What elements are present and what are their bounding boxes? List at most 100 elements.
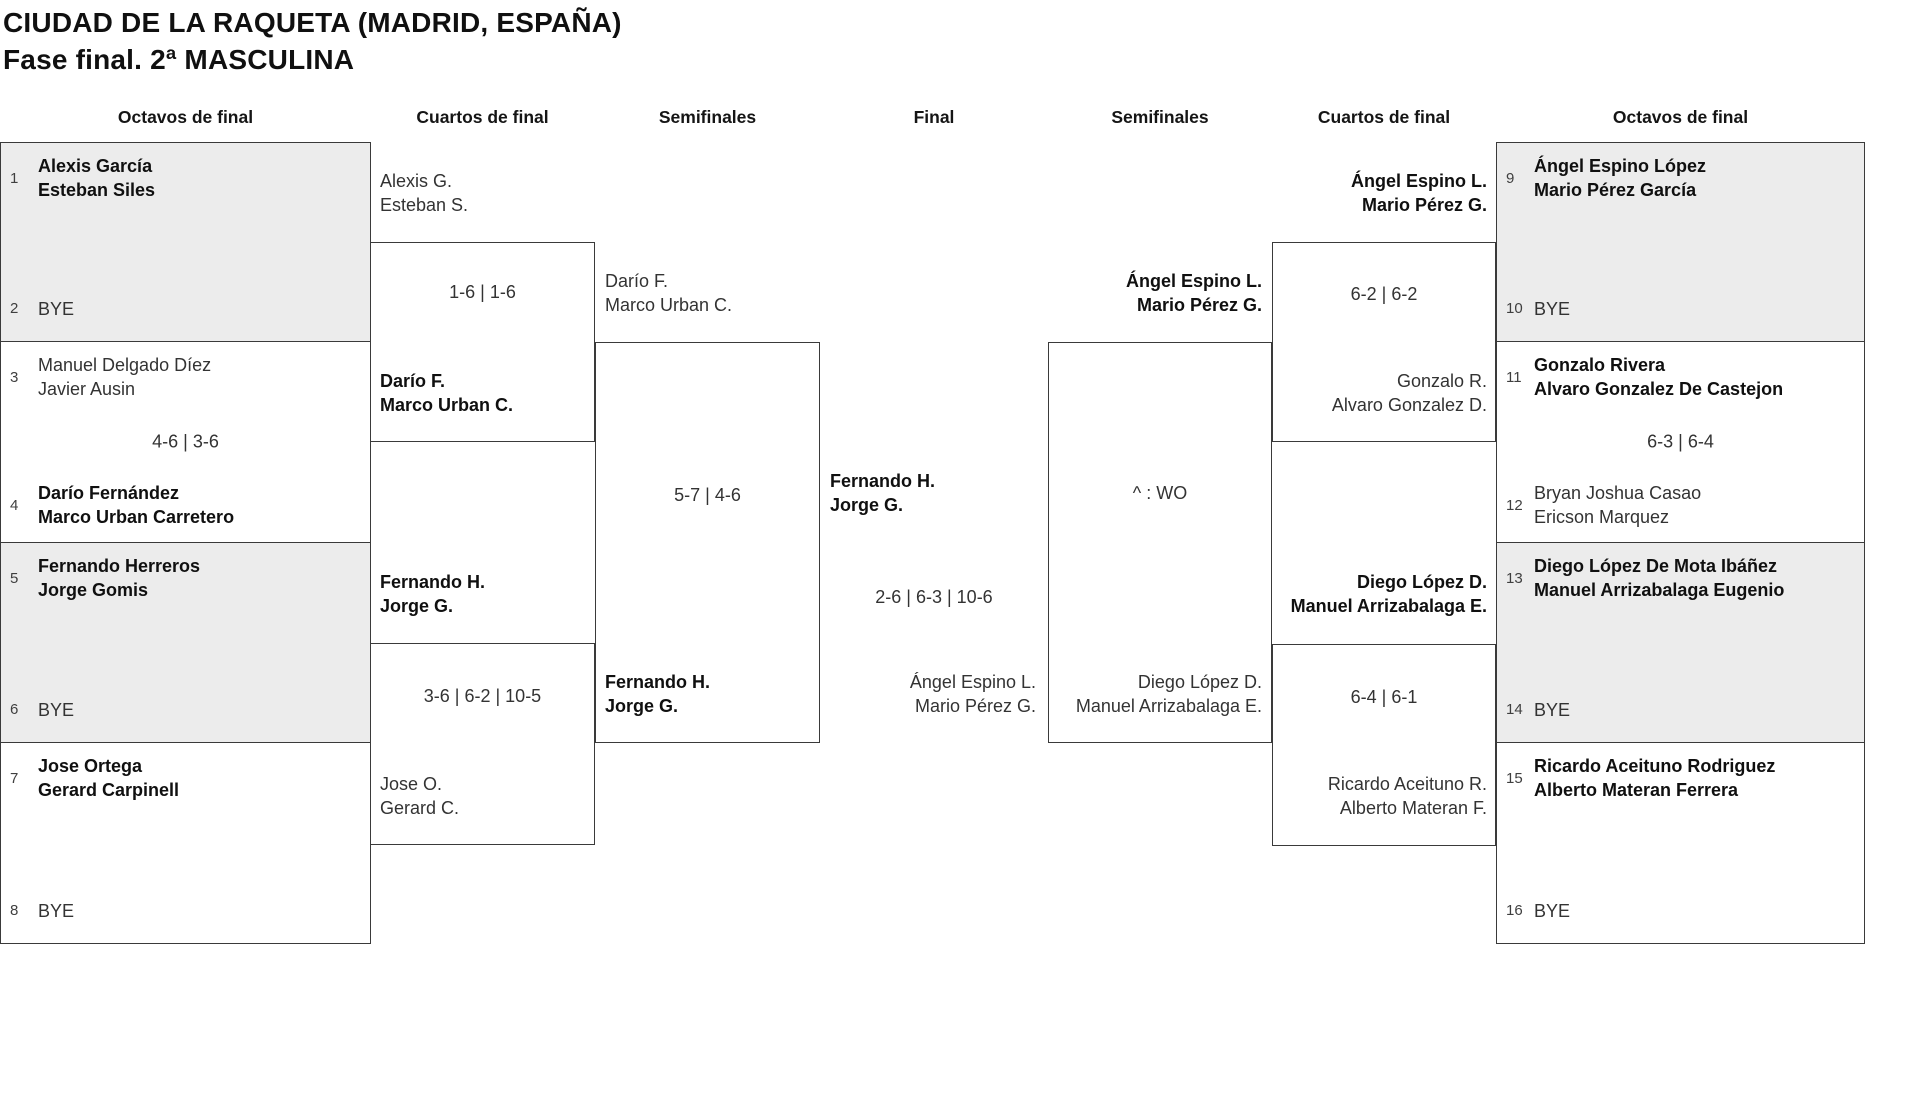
player-name: Darío Fernández [38, 483, 180, 503]
round-header-semis-left: Semifinales [658, 107, 757, 127]
team-pair: 13 Diego López De Mota Ibáñez Manuel Arr… [1506, 555, 1784, 602]
match-box-octavos-9: 9 Ángel Espino López Mario Pérez García … [1496, 142, 1865, 342]
bye-label: BYE [38, 298, 75, 319]
seed-number: 5 [10, 569, 19, 587]
round-header-octavos-right: Octavos de final [1612, 107, 1749, 127]
match-score: 6-4 | 6-1 [1350, 687, 1418, 707]
seed-number: 8 [10, 902, 19, 920]
team-entry: Ricardo Aceituno R. Alberto Materan F. [1328, 773, 1487, 820]
match-score: 3-6 | 6-2 | 10-5 [423, 686, 542, 706]
match-score-final: 2-6 | 6-3 | 10-6 [875, 587, 993, 607]
match-score: 1-6 | 1-6 [449, 282, 516, 302]
team-pair: 5 Fernando Herreros Jorge Gomis [10, 555, 200, 602]
bye-row: 6 BYE [10, 699, 74, 723]
player-name: Darío F. [605, 271, 669, 291]
seed-number: 4 [10, 496, 19, 514]
team-names: Fernando Herreros Jorge Gomis [38, 555, 200, 602]
player-name: Marco Urban Carretero [38, 506, 235, 527]
bye-label: BYE [1534, 699, 1571, 720]
seed-number: 14 [1506, 701, 1523, 719]
match-box-cuartos-left-1 [370, 242, 595, 442]
page-header: CIUDAD DE LA RAQUETA (MADRID, ESPAÑA) Fa… [3, 4, 622, 78]
player-name: Alexis García [38, 156, 153, 176]
player-name: Esteban S. [380, 194, 469, 215]
team-entry: Darío F. Marco Urban C. [605, 270, 732, 317]
match-box-octavos-3: 5 Fernando Herreros Jorge Gomis 6 BYE [0, 542, 371, 743]
player-name: Fernando H. [380, 572, 486, 592]
team-entry-final-winner: Fernando H. Jorge G. [830, 470, 935, 517]
player-name: Mario Pérez G. [1361, 194, 1487, 215]
seed-number: 11 [1506, 368, 1522, 386]
match-score: 6-3 | 6-4 [1647, 431, 1714, 452]
player-name: Diego López D. [1357, 572, 1487, 592]
player-name: Jorge G. [830, 494, 904, 515]
player-name: Marco Urban C. [380, 394, 514, 415]
player-name: Gonzalo R. [1396, 371, 1487, 391]
match-box-octavos-4: 7 Jose Ortega Gerard Carpinell 8 BYE [0, 742, 371, 944]
team-names: Jose Ortega Gerard Carpinell [38, 755, 179, 802]
player-name: Ricardo Aceituno Rodriguez [1534, 756, 1776, 776]
match-box-cuartos-right-1 [1272, 242, 1496, 442]
player-name: Fernando H. [830, 471, 936, 491]
match-box-cuartos-right-2 [1272, 644, 1496, 846]
match-score: 6-2 | 6-2 [1350, 284, 1418, 304]
bye-label: BYE [38, 900, 75, 921]
team-names: Ricardo Aceituno Rodriguez Alberto Mater… [1534, 755, 1775, 802]
player-name: Alexis G. [380, 171, 453, 191]
player-name: Alvaro Gonzalez D. [1331, 394, 1487, 415]
player-name: Jorge Gomis [38, 579, 149, 600]
match-box-octavos-1: 1 Alexis García Esteban Siles 2 BYE [0, 142, 371, 342]
player-name: Diego López De Mota Ibáñez [1534, 556, 1778, 576]
player-name: Manuel Arrizabalaga E. [1290, 595, 1487, 616]
player-name: Alvaro Gonzalez De Castejon [1534, 378, 1784, 399]
player-name: Manuel Arrizabalaga E. [1075, 695, 1262, 716]
team-names: Gonzalo Rivera Alvaro Gonzalez De Castej… [1534, 354, 1783, 401]
team-pair: 3 Manuel Delgado Díez Javier Ausin [10, 354, 211, 401]
bye-row: 2 BYE [10, 298, 74, 322]
player-name: Diego López D. [1137, 672, 1262, 692]
team-pair: 7 Jose Ortega Gerard Carpinell [10, 755, 179, 802]
player-name: Gerard Carpinell [38, 779, 180, 800]
team-pair: 4 Darío Fernández Marco Urban Carretero [10, 482, 234, 529]
player-name: Ángel Espino L. [909, 672, 1036, 692]
seed-number: 6 [10, 701, 19, 719]
match-box-octavos-15: 15 Ricardo Aceituno Rodriguez Alberto Ma… [1496, 742, 1865, 944]
player-name: Bryan Joshua Casao [1534, 483, 1702, 503]
match-score: 5-7 | 4-6 [674, 485, 741, 505]
team-pair: 1 Alexis García Esteban Siles [10, 155, 155, 202]
match-box-semifinal-left [595, 342, 820, 743]
seed-number: 15 [1506, 769, 1523, 787]
bye-row: 8 BYE [10, 900, 74, 924]
player-name: Manuel Delgado Díez [38, 355, 212, 375]
match-box-octavos-13: 13 Diego López De Mota Ibáñez Manuel Arr… [1496, 542, 1865, 743]
round-header-cuartos-left: Cuartos de final [416, 107, 549, 127]
match-box-semifinal-right [1048, 342, 1272, 743]
team-names: Ángel Espino López Mario Pérez García [1534, 155, 1706, 202]
page-subtitle: Fase final. 2ª MASCULINA [3, 44, 355, 75]
team-names: Diego López De Mota Ibáñez Manuel Arriza… [1534, 555, 1784, 602]
team-entry: Fernando H. Jorge G. [380, 571, 485, 618]
player-name: Mario Pérez G. [914, 695, 1036, 716]
round-header-octavos-left: Octavos de final [117, 107, 254, 127]
seed-number: 9 [1506, 169, 1515, 187]
team-entry-final-runnerup: Ángel Espino L. Mario Pérez G. [910, 671, 1036, 718]
player-name: Manuel Arrizabalaga Eugenio [1534, 579, 1785, 600]
team-names: Darío Fernández Marco Urban Carretero [38, 482, 234, 529]
player-name: Gonzalo Rivera [1534, 355, 1666, 375]
seed-number: 16 [1506, 902, 1523, 920]
team-entry: Ángel Espino L. Mario Pérez G. [1126, 270, 1262, 317]
player-name: Fernando H. [605, 672, 711, 692]
player-name: Ericson Marquez [1534, 506, 1670, 527]
team-names: Manuel Delgado Díez Javier Ausin [38, 354, 211, 401]
match-box-octavos-2: 3 Manuel Delgado Díez Javier Ausin 4-6 |… [0, 341, 371, 543]
player-name: Fernando Herreros [38, 556, 201, 576]
seed-number: 3 [10, 368, 19, 386]
seed-number: 2 [10, 300, 19, 318]
round-header-cuartos-right: Cuartos de final [1317, 107, 1451, 127]
team-entry: Fernando H. Jorge G. [605, 671, 710, 718]
match-box-cuartos-left-2 [370, 643, 595, 845]
player-name: Gerard C. [380, 797, 460, 818]
bye-label: BYE [1534, 298, 1571, 319]
bye-row: 16 BYE [1506, 900, 1570, 924]
team-names: Bryan Joshua Casao Ericson Marquez [1534, 482, 1701, 529]
